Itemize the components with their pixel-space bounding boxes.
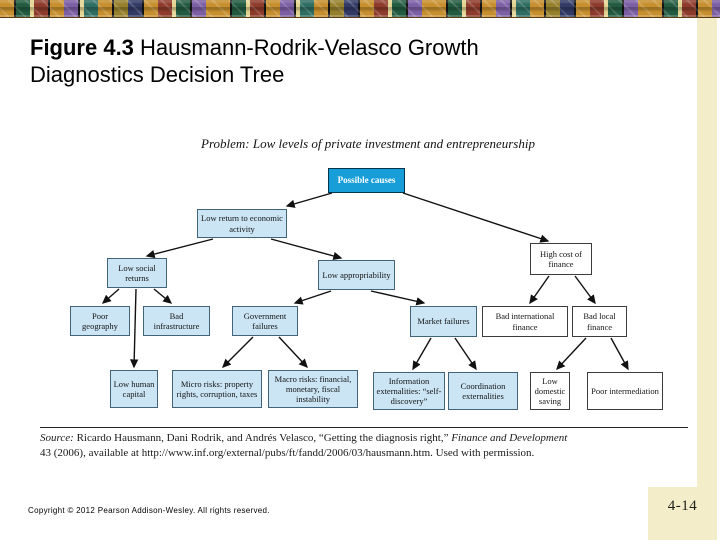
- slide-title: Figure 4.3 Hausmann-Rodrik-Velasco Growt…: [30, 34, 650, 88]
- source-note: Source: Ricardo Hausmann, Dani Rodrik, a…: [40, 431, 680, 460]
- copyright-notice: Copyright © 2012 Pearson Addison-Wesley.…: [28, 506, 270, 515]
- node-information-externalities: Information externalities: “self-discove…: [373, 372, 445, 410]
- node-low-human-capital: Low human capital: [110, 370, 158, 408]
- beige-side-strip: [697, 18, 717, 540]
- slide-title-line2: Diagnostics Decision Tree: [30, 62, 285, 87]
- problem-statement: Problem: Low levels of private investmen…: [201, 136, 535, 151]
- page-number: 4-14: [667, 498, 698, 514]
- slide-title-figure-label: Figure 4.3: [30, 35, 134, 60]
- source-divider: [40, 427, 688, 428]
- node-macro-risks: Macro risks: financial, monetary, fiscal…: [268, 370, 358, 408]
- node-possible-causes: Possible causes: [328, 168, 405, 193]
- node-high-cost-of-finance: High cost of finance: [530, 243, 592, 275]
- node-market-failures: Market failures: [410, 306, 477, 337]
- kente-border-decoration: [0, 0, 720, 18]
- node-bad-local-finance: Bad local finance: [572, 306, 627, 337]
- source-journal: Finance and Development: [451, 432, 568, 444]
- node-low-social-returns: Low social returns: [107, 258, 167, 288]
- node-low-return: Low return to economic activity: [197, 209, 287, 238]
- node-low-domestic-saving: Low domestic saving: [530, 372, 570, 410]
- node-low-appropriability: Low appropriability: [318, 260, 395, 290]
- node-coordination-externalities: Coordination externalities: [448, 372, 518, 410]
- node-bad-infrastructure: Bad infrastructure: [143, 306, 210, 336]
- source-prefix: Source:: [40, 432, 74, 444]
- node-government-failures: Government failures: [232, 306, 298, 336]
- node-bad-international-finance: Bad international finance: [482, 306, 568, 337]
- node-poor-intermediation: Poor intermediation: [587, 372, 663, 410]
- source-text: Ricardo Hausmann, Dani Rodrik, and André…: [73, 432, 452, 444]
- node-micro-risks: Micro risks: property rights, corruption…: [172, 370, 262, 408]
- slide-title-line1: Hausmann-Rodrik-Velasco Growth: [133, 35, 479, 60]
- page-number-plate: [648, 487, 717, 540]
- node-poor-geography: Poor geography: [70, 306, 130, 336]
- source-line2: 43 (2006), available at http://www.inf.o…: [40, 446, 535, 459]
